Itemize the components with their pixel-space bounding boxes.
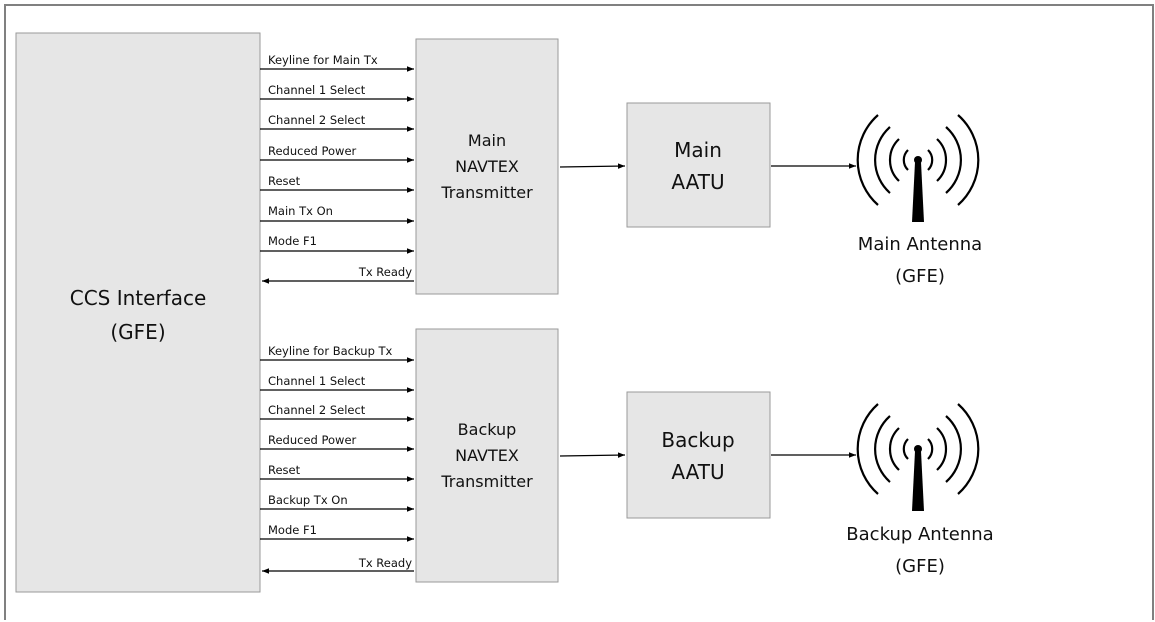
main-transmitter-label-2: NAVTEX: [455, 157, 519, 176]
main-signal-line: Channel 1 Select: [260, 83, 414, 102]
ccs-interface-gfe-label: (GFE): [110, 320, 165, 344]
main-signal-label: Channel 1 Select: [268, 83, 366, 97]
backup-antenna-label: Backup Antenna: [846, 524, 993, 545]
backup-signal-line: Reset: [260, 463, 414, 482]
main-aatu-label-1: Main: [674, 138, 722, 162]
main-antenna-label: Main Antenna: [858, 234, 982, 255]
main-tx-to-aatu-arrow: [559, 163, 626, 169]
main-signal-line: Mode F1: [260, 234, 414, 254]
backup-signal-label: Channel 1 Select: [268, 374, 366, 388]
backup-aatu-label-2: AATU: [671, 460, 724, 484]
backup-antenna-icon: [856, 403, 980, 511]
backup-signal-line: Keyline for Backup Tx: [260, 344, 414, 363]
main-signal-label: Reset: [268, 174, 301, 188]
backup-signal-label: Reset: [268, 463, 301, 477]
backup-return-label: Tx Ready: [358, 556, 412, 570]
main-signal-label: Channel 2 Select: [268, 113, 366, 127]
main-signal-line: Reduced Power: [260, 144, 414, 163]
ccs-interface-block: CCS Interface (GFE): [15, 32, 261, 593]
main-transmitter-label-1: Main: [468, 131, 506, 150]
main-navtex-transmitter-block: Main NAVTEX Transmitter: [415, 38, 559, 295]
main-signal-label: Main Tx On: [268, 204, 333, 218]
backup-signal-label: Mode F1: [268, 523, 317, 537]
main-signal-lines: Keyline for Main Tx Channel 1 Select Cha…: [260, 53, 414, 284]
main-return-line: Tx Ready: [262, 265, 414, 284]
backup-transmitter-label-3: Transmitter: [440, 472, 533, 491]
backup-aatu-block: Backup AATU: [626, 391, 771, 519]
backup-signal-label: Backup Tx On: [268, 493, 348, 507]
backup-return-line: Tx Ready: [262, 556, 414, 574]
main-transmitter-label-3: Transmitter: [440, 183, 533, 202]
backup-navtex-transmitter-block: Backup NAVTEX Transmitter: [415, 328, 559, 583]
backup-signal-label: Reduced Power: [268, 433, 357, 447]
main-signal-label: Mode F1: [268, 234, 317, 248]
backup-transmitter-label-2: NAVTEX: [455, 446, 519, 465]
backup-transmitter-label-1: Backup: [458, 420, 517, 439]
backup-signal-line: Channel 2 Select: [260, 403, 414, 422]
main-signal-label: Reduced Power: [268, 144, 357, 158]
main-signal-line: Keyline for Main Tx: [260, 53, 414, 72]
main-signal-label: Keyline for Main Tx: [268, 53, 378, 67]
main-signal-line: Main Tx On: [260, 204, 414, 224]
main-return-label: Tx Ready: [358, 265, 412, 279]
ccs-interface-label: CCS Interface: [70, 286, 207, 310]
diagram-frame: [4, 4, 1154, 620]
main-aatu-label-2: AATU: [671, 170, 724, 194]
backup-signal-line: Reduced Power: [260, 433, 414, 452]
main-aatu-block: Main AATU: [626, 102, 771, 228]
backup-antenna-gfe-label: (GFE): [895, 556, 945, 577]
main-antenna-gfe-label: (GFE): [895, 266, 945, 287]
backup-signal-label: Channel 2 Select: [268, 403, 366, 417]
backup-signal-line: Mode F1: [260, 523, 414, 542]
main-signal-line: Reset: [260, 174, 414, 193]
backup-signal-line: Channel 1 Select: [260, 374, 414, 393]
backup-signal-lines: Keyline for Backup Tx Channel 1 Select C…: [260, 344, 414, 574]
backup-signal-line: Backup Tx On: [260, 493, 414, 512]
main-signal-line: Channel 2 Select: [260, 113, 414, 132]
backup-tx-to-aatu-arrow: [559, 452, 626, 458]
backup-aatu-label-1: Backup: [661, 428, 734, 452]
backup-signal-label: Keyline for Backup Tx: [268, 344, 393, 358]
main-antenna-icon: [856, 114, 980, 222]
